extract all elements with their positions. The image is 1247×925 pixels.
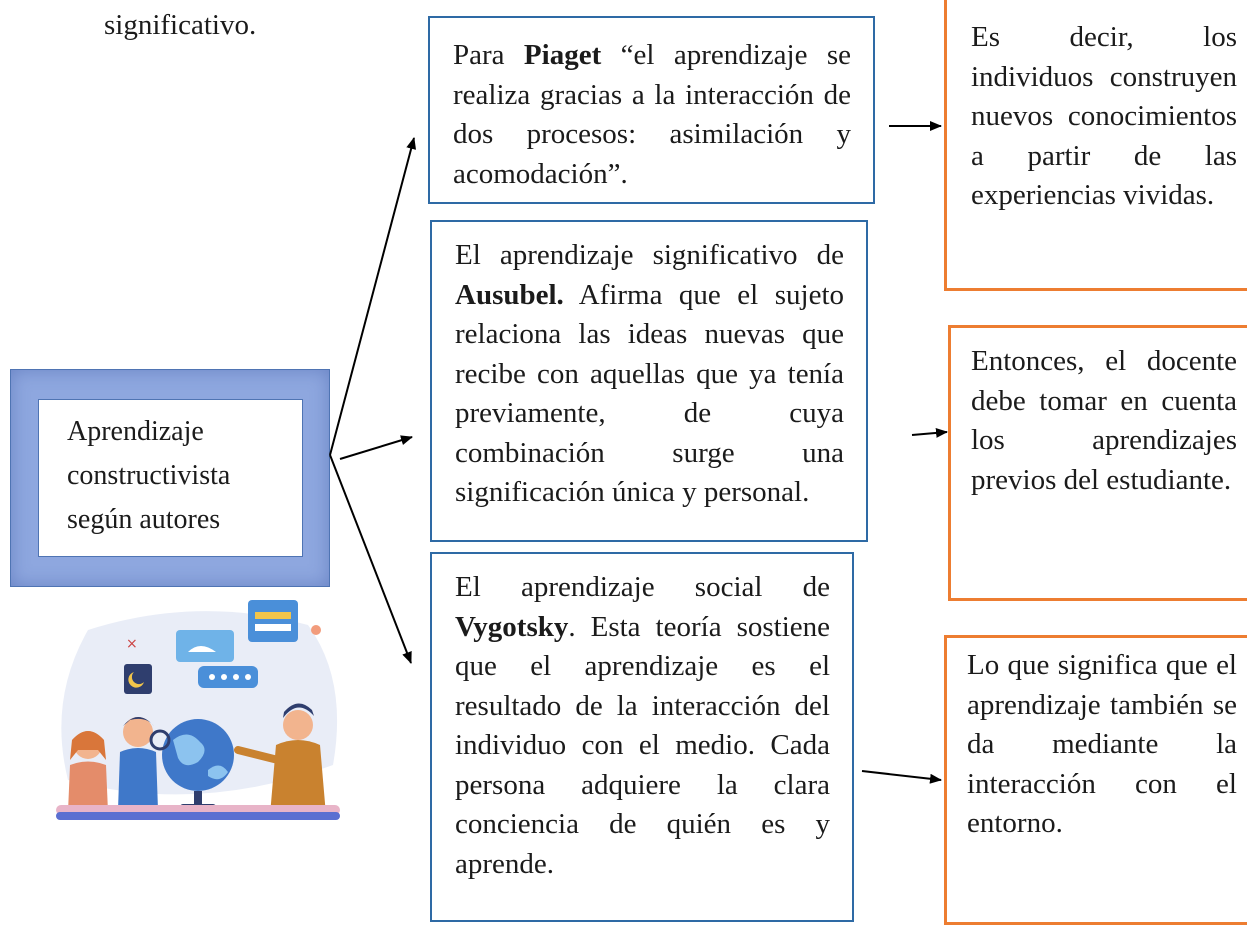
- teacher-students-illustration: ×: [56, 600, 340, 820]
- piaget-body: “el aprendizaje se realiza gracias a la …: [453, 39, 851, 190]
- ausubel-result-text: Entonces, el docente debe tomar en cuent…: [971, 345, 1237, 496]
- ausubel-box: El aprendizaje significativo de Ausubel.…: [430, 220, 868, 542]
- arrow-to-ausubel: [339, 435, 413, 460]
- vygotsky-author: Vygotsky: [455, 610, 569, 643]
- central-concept-box: Aprendizaje constructivista según autore…: [38, 399, 303, 557]
- ausubel-body: Afirma que el sujeto relaciona las ideas…: [455, 278, 844, 509]
- vygotsky-box: El aprendizaje social de Vygotsky. Esta …: [430, 552, 854, 922]
- central-concept-line-3: según autores: [67, 504, 221, 535]
- vygotsky-result-box: Lo que significa que el aprendizaje tamb…: [944, 635, 1247, 925]
- arrow-to-vygotsky-result: [861, 770, 942, 784]
- arrow-to-ausubel-result: [911, 427, 948, 438]
- piaget-lead: Para: [453, 39, 524, 71]
- central-concept-line-2: constructivista: [67, 460, 231, 491]
- ausubel-author: Ausubel.: [455, 278, 564, 311]
- central-concept-line-1: Aprendizaje: [67, 416, 204, 447]
- piaget-author: Piaget: [523, 39, 602, 71]
- vygotsky-result-text: Lo que significa que el aprendizaje tamb…: [967, 649, 1237, 839]
- top-text: significativo.: [104, 9, 257, 41]
- piaget-box: Para Piaget “el aprendizaje se realiza g…: [428, 16, 875, 204]
- vygotsky-lead: El aprendizaje social de: [455, 571, 830, 603]
- arrow-to-piaget: [329, 137, 417, 456]
- arrow-to-vygotsky: [329, 454, 412, 664]
- ausubel-lead: El aprendizaje significativo de: [455, 239, 844, 271]
- piaget-result-text: Es decir, los individuos construyen nuev…: [971, 21, 1237, 211]
- piaget-result-box: Es decir, los individuos construyen nuev…: [944, 0, 1247, 291]
- svg-text:×: ×: [126, 636, 138, 652]
- vygotsky-body: . Esta teoría sostiene que el aprendizaj…: [455, 610, 830, 880]
- ausubel-result-box: Entonces, el docente debe tomar en cuent…: [948, 325, 1247, 601]
